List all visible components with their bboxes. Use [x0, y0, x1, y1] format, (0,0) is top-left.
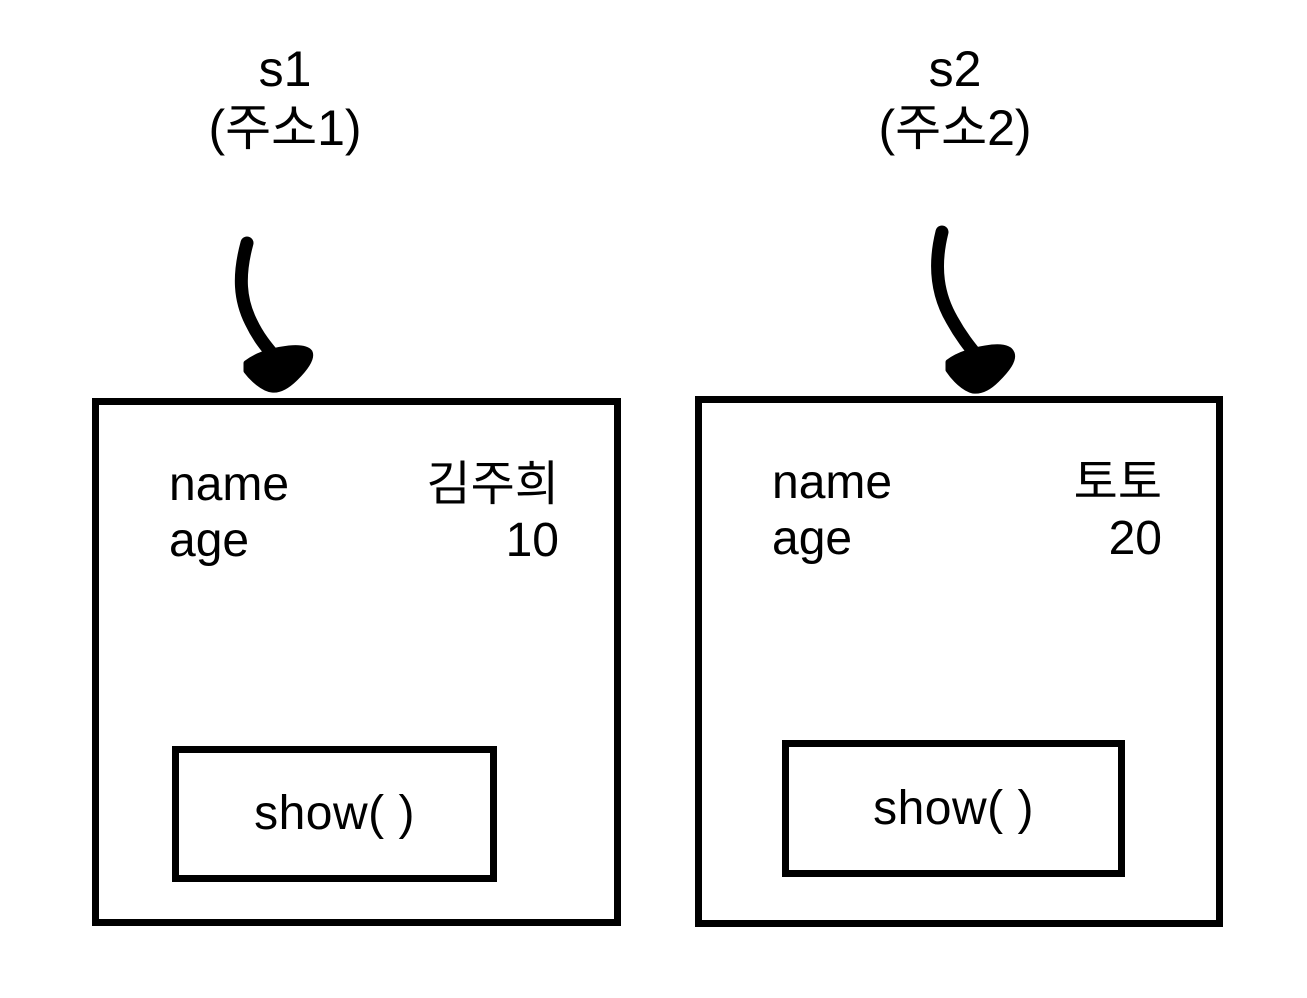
field-row: name 김주희 [169, 457, 602, 513]
field-row: age 20 [772, 511, 1204, 567]
curved-down-arrow-icon-s2 [931, 225, 1016, 394]
field-list-s2: name 토토 age 20 [702, 455, 1216, 567]
field-key: age [772, 512, 853, 565]
field-row: age 10 [169, 513, 602, 569]
method-button-show-s2[interactable]: show( ) [782, 740, 1125, 877]
field-key: name [169, 458, 290, 511]
field-value: 토토 [1073, 456, 1162, 509]
variable-name-s2: s2 [928, 41, 982, 97]
method-button-label: show( ) [254, 787, 415, 840]
field-key: name [772, 456, 893, 509]
field-value: 20 [1108, 512, 1162, 565]
variable-address-s1: (주소1) [208, 100, 362, 156]
field-key: age [169, 514, 250, 567]
variable-label-s2: s2 (주소2) [790, 40, 1120, 158]
field-row: name 토토 [772, 455, 1204, 511]
curved-down-arrow-icon-s1 [234, 236, 314, 393]
field-value: 10 [505, 514, 559, 567]
method-button-show-s1[interactable]: show( ) [172, 746, 497, 882]
method-button-label: show( ) [873, 781, 1034, 835]
field-value: 김주희 [426, 458, 559, 511]
variable-address-s2: (주소2) [878, 100, 1032, 156]
variable-label-s1: s1 (주소1) [120, 40, 450, 158]
object-box-s1: name 김주희 age 10 show( ) [92, 398, 621, 926]
object-box-s2: name 토토 age 20 show( ) [695, 396, 1223, 927]
field-list-s1: name 김주희 age 10 [99, 457, 614, 569]
variable-name-s1: s1 [258, 41, 312, 97]
